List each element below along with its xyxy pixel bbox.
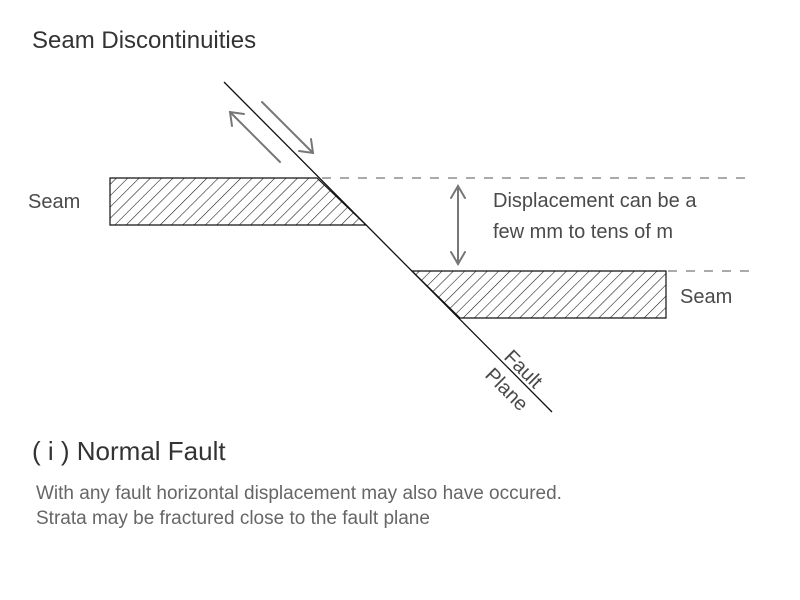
caption-line-1: With any fault horizontal displacement m… xyxy=(36,483,562,504)
fault-plane-line xyxy=(223,81,553,413)
displacement-label-line1: Displacement can be a xyxy=(493,190,697,212)
caption-heading: ( i ) Normal Fault xyxy=(32,436,226,466)
lower-seam-block xyxy=(410,270,667,319)
downthrow-arrow xyxy=(261,101,315,155)
caption-body: With any fault horizontal displacement m… xyxy=(36,481,776,531)
caption-line-2: Strata may be fractured close to the fau… xyxy=(36,508,430,529)
displacement-arrow xyxy=(450,184,466,266)
upthrow-arrow xyxy=(228,110,281,163)
diagram-title: Seam Discontinuities xyxy=(32,27,257,54)
displacement-label-line2: few mm to tens of m xyxy=(493,221,673,243)
seam-left-label: Seam xyxy=(28,191,80,213)
seam-right-label: Seam xyxy=(680,286,732,308)
upper-seam-block xyxy=(109,177,368,226)
